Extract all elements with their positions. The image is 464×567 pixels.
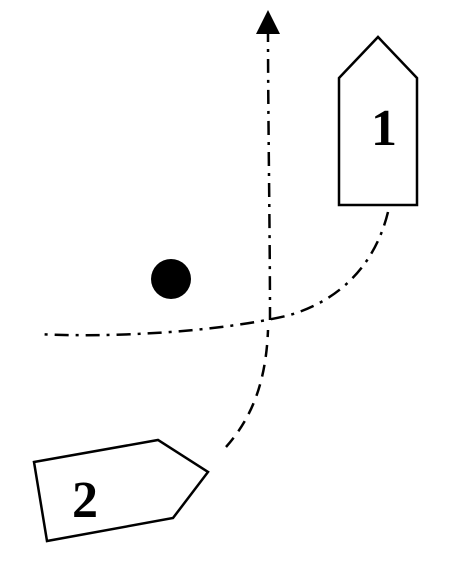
track-vertical [266,27,272,321]
arrow-head-icon [256,10,280,34]
boat-1-label: 1 [371,100,397,157]
boat-1-hull [337,35,419,207]
boat-1: 1 [337,35,419,207]
boat-2-hull [32,438,210,543]
boat-2-label: 2 [72,472,98,529]
track-horizontal [37,211,390,337]
mark-buoy [151,259,191,299]
boat-2: 2 [32,438,210,543]
track-boat-2 [225,329,270,448]
